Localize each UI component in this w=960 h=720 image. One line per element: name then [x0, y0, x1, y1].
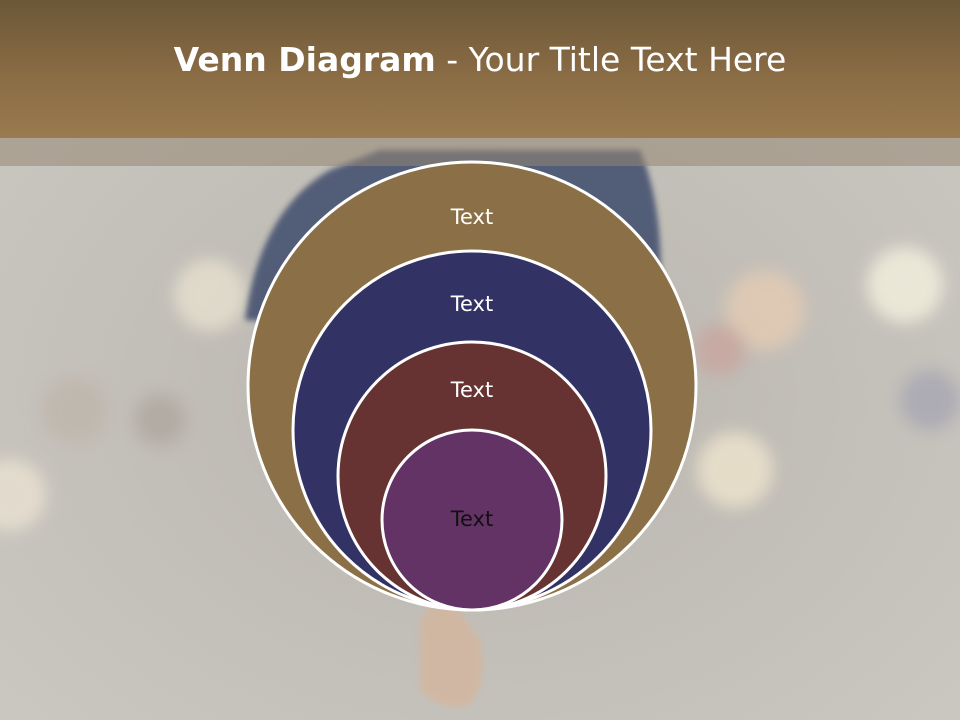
slide-title: Venn Diagram - Your Title Text Here: [0, 40, 960, 79]
slide-title-rest: - Your Title Text Here: [435, 40, 787, 79]
venn-label-third: Text: [450, 378, 493, 402]
venn-label-outer: Text: [450, 205, 493, 229]
title-bar: [0, 0, 960, 138]
slide-title-bold: Venn Diagram: [173, 40, 436, 79]
venn-label-second: Text: [450, 292, 493, 316]
venn-circle-inner: [380, 428, 564, 612]
venn-label-inner: Text: [450, 507, 493, 531]
